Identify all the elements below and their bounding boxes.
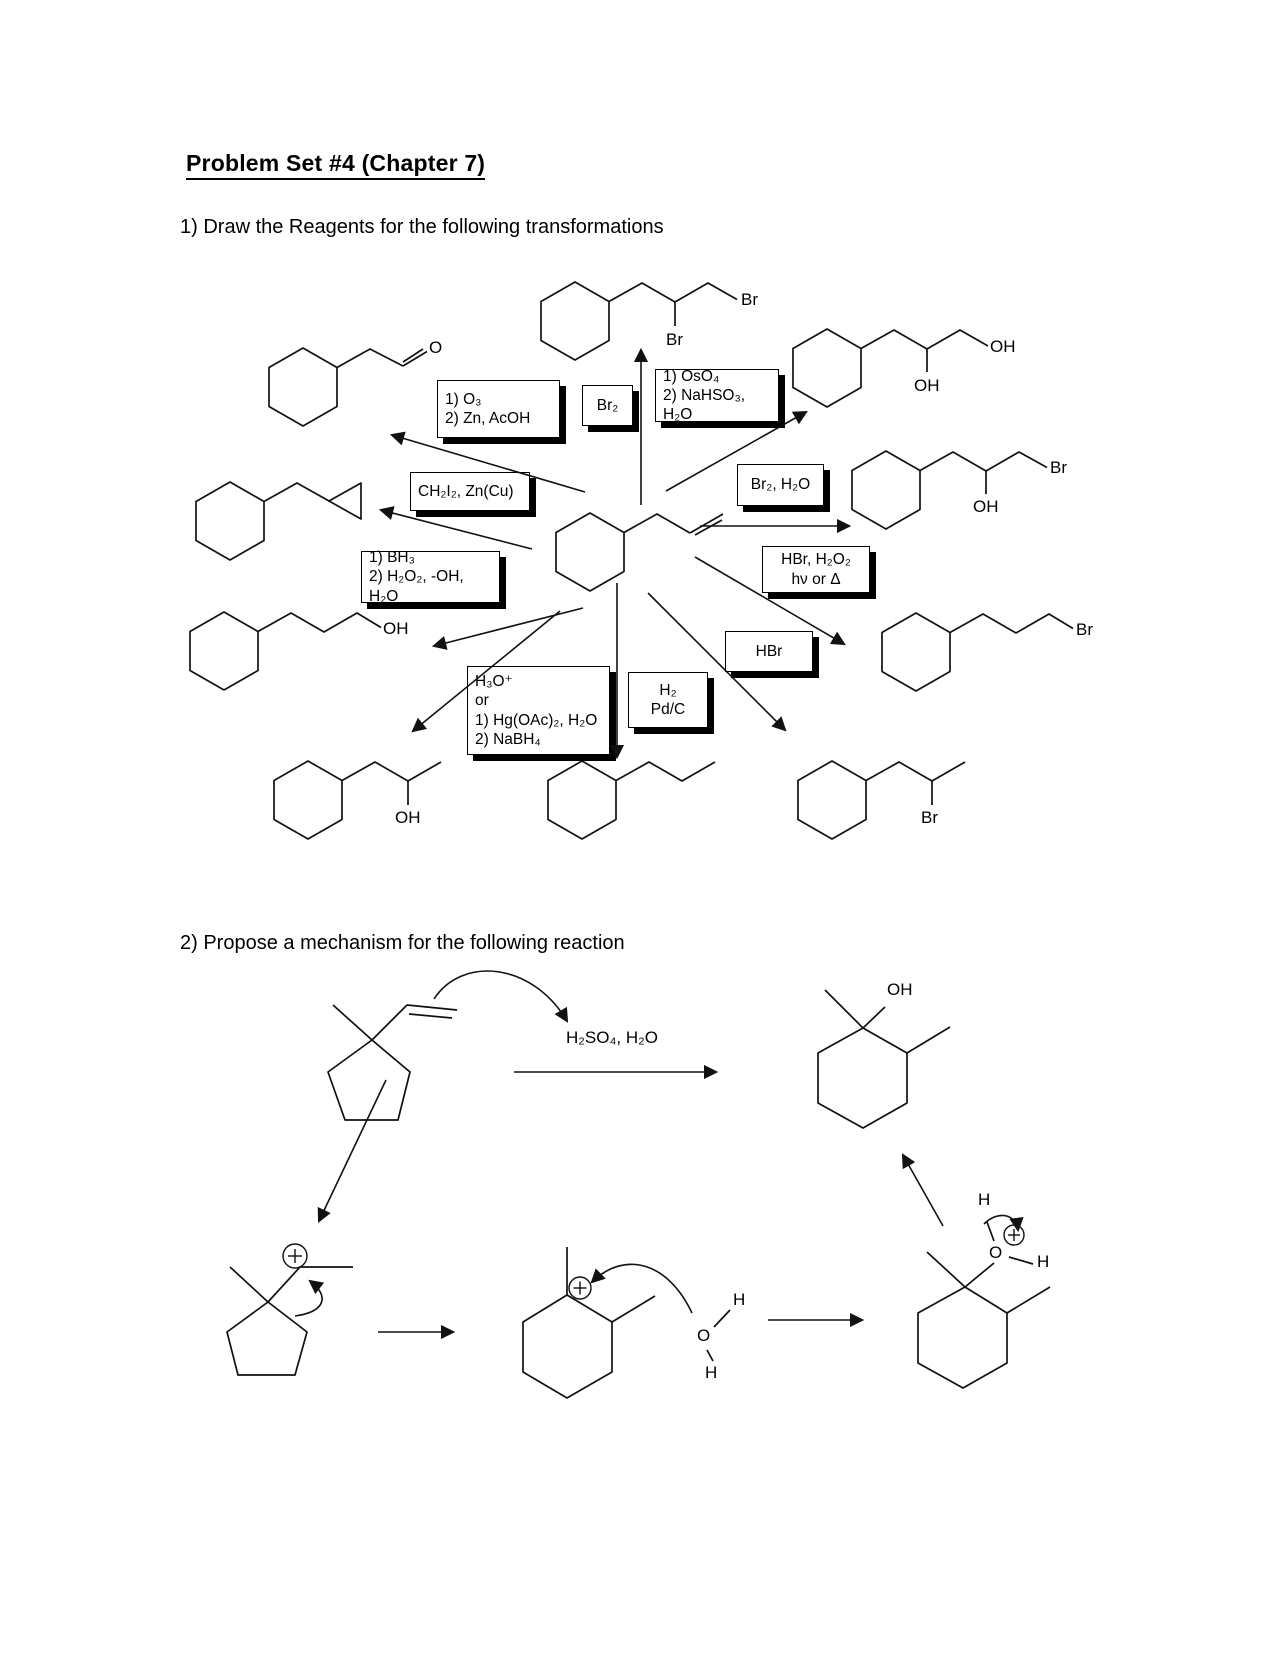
atom-label-br: Br: [666, 330, 683, 349]
propylcyclohexane-product: [547, 760, 716, 840]
reaction-conditions-label: H₂SO₄, H₂O: [566, 1028, 658, 1047]
atom-label-br: Br: [1076, 620, 1093, 639]
reagent-box-cyclopropanation: CH₂I₂, Zn(Cu): [410, 472, 530, 511]
reagent-box-dihydroxylation: 1) OsO₄ 2) NaHSO₃, H₂O: [655, 368, 779, 423]
reagent-text: CH₂I₂, Zn(Cu): [418, 482, 514, 500]
atom-label-oh: OH: [395, 808, 421, 827]
atom-label-h: H: [733, 1290, 746, 1309]
reagent-text: HBr: [755, 642, 783, 660]
reagent-text: 1) OsO₄ 2) NaHSO₃, H₂O: [663, 367, 746, 424]
positive-charge-icon: [282, 1243, 308, 1269]
reagent-text: 1) BH₃ 2) H₂O₂, -OH, H₂O: [369, 549, 464, 605]
dimethylcyclohexanol-product: [817, 989, 951, 1129]
atom-label-oh: OH: [383, 619, 409, 638]
diol-product: [792, 328, 989, 408]
bromohydrin-product: [851, 450, 1048, 530]
question-1-text: 1) Draw the Reagents for the following t…: [180, 216, 664, 238]
reagent-text: 1) O₃ 2) Zn, AcOH: [445, 390, 531, 427]
positive-charge-icon: [568, 1276, 592, 1300]
ring-expanded-carbocation: [522, 1247, 656, 1399]
reagent-box-hydrobromination: HBr: [725, 631, 813, 672]
primary-alcohol-product: [189, 611, 382, 691]
reagent-text: Br₂: [596, 396, 619, 414]
reagent-box-radical-hydrobromination: HBr, H₂O₂ hν or Δ: [762, 546, 870, 593]
protonated-alcohol: [917, 1221, 1051, 1389]
dibromide-product: [540, 281, 738, 361]
atom-label-oh: OH: [990, 337, 1016, 356]
reagent-box-hydrogenation: H₂ Pd/C: [628, 672, 708, 728]
atom-label-o: O: [989, 1243, 1003, 1262]
atom-label-br: Br: [741, 290, 758, 309]
vinylcyclopentane-start: [327, 1004, 458, 1121]
central-alkene-molecule: [555, 512, 724, 592]
primary-bromide-product: [881, 612, 1074, 692]
atom-label-o: O: [697, 1326, 711, 1345]
secondary-alcohol-product: [273, 760, 442, 840]
cyclopropane-product: [195, 481, 362, 561]
reagent-box-hydration: H₃O⁺ or 1) Hg(OAc)₂, H₂O 2) NaBH₄: [467, 666, 610, 755]
atom-label-br: Br: [921, 808, 938, 827]
reagent-box-bromination: Br₂: [582, 385, 633, 426]
atom-label-o: O: [429, 338, 443, 357]
water-molecule: [706, 1309, 731, 1362]
atom-label-h: H: [1037, 1252, 1050, 1271]
reagent-box-ozonolysis: 1) O₃ 2) Zn, AcOH: [437, 380, 560, 438]
aldehyde-product: [268, 347, 428, 427]
page-title: Problem Set #4 (Chapter 7): [186, 150, 486, 180]
reagent-text: H₃O⁺ or 1) Hg(OAc)₂, H₂O 2) NaBH₄: [475, 673, 598, 748]
atom-label-h: H: [978, 1190, 991, 1209]
reagent-box-hydroboration: 1) BH₃ 2) H₂O₂, -OH, H₂O: [361, 549, 500, 605]
atom-label-oh: OH: [887, 980, 913, 999]
reagent-text: Br₂, H₂O: [750, 476, 811, 494]
secondary-carbocation: [226, 1243, 353, 1376]
secondary-bromide-product: [797, 760, 966, 840]
reagent-text: HBr, H₂O₂ hν or Δ: [781, 551, 851, 588]
atom-label-br: Br: [1050, 458, 1067, 477]
positive-charge-icon: [1003, 1224, 1025, 1246]
question-2-text: 2) Propose a mechanism for the following…: [180, 932, 625, 954]
reagent-text: H₂ Pd/C: [650, 681, 686, 718]
reagent-box-halohydrin: Br₂, H₂O: [737, 464, 824, 506]
atom-label-oh: OH: [973, 497, 999, 516]
atom-label-oh: OH: [914, 376, 940, 395]
atom-label-h: H: [705, 1363, 718, 1382]
